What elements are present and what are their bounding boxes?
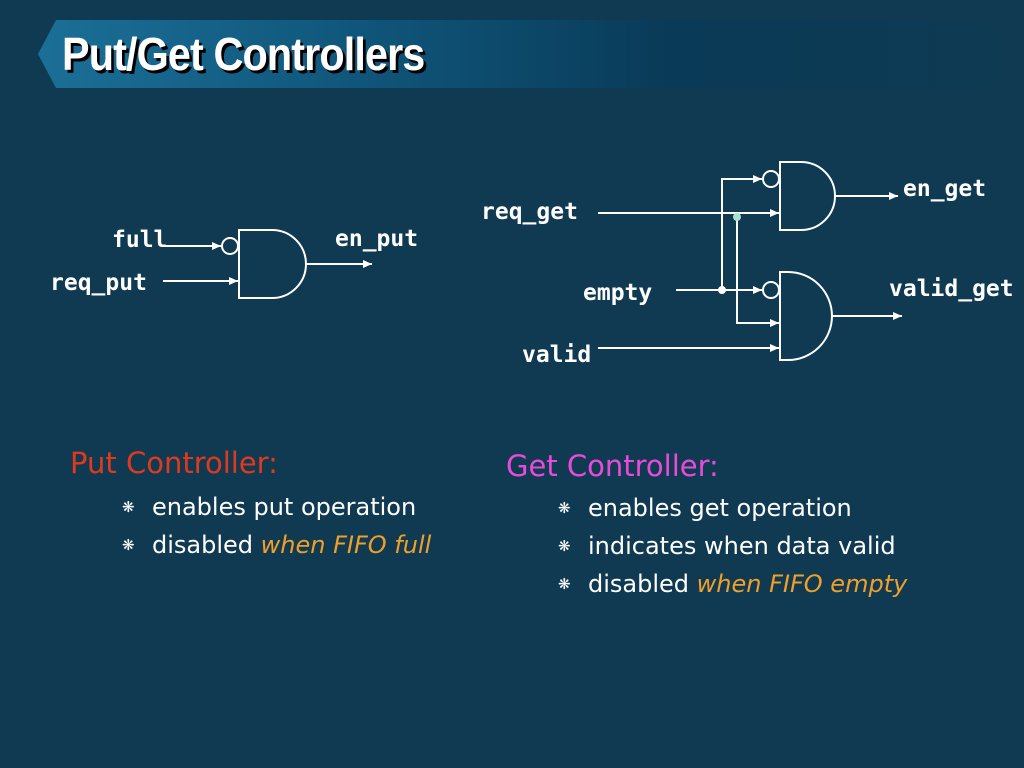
- list-item: ❋ enables get operation: [558, 489, 907, 527]
- bullet-emphasis: when FIFO full: [260, 531, 432, 559]
- label-full: full: [112, 227, 168, 253]
- snowflake-bullet-icon: ❋: [558, 499, 571, 517]
- req-get-junction-dot: [733, 213, 741, 221]
- empty-junction-dot: [718, 286, 726, 294]
- valid-get-inverter-bubble: [762, 281, 780, 299]
- put-controller-heading: Put Controller:: [70, 446, 278, 480]
- empty-branch: [721, 175, 762, 290]
- get-controller-heading: Get Controller:: [506, 449, 719, 483]
- full-inverter-bubble: [221, 237, 239, 255]
- label-valid-get: valid_get: [889, 276, 1014, 302]
- bullet-text: disabled: [588, 570, 697, 598]
- label-req-get: req_get: [481, 199, 578, 225]
- label-empty: empty: [583, 280, 653, 306]
- put-controller-bullets: ❋ enables put operation ❋ disabled when FI…: [122, 488, 431, 564]
- label-valid: valid: [522, 342, 592, 368]
- label-en-get: en_get: [903, 176, 987, 202]
- title-banner: [38, 20, 1024, 88]
- en-get-and-gate: [779, 161, 836, 231]
- en-get-inverter-bubble: [762, 170, 780, 188]
- label-req-put: req_put: [50, 270, 147, 296]
- snowflake-bullet-icon: ❋: [558, 575, 571, 593]
- slide-title: Put/Get Controllers: [62, 28, 425, 80]
- get-controller-bullets: ❋ enables get operation ❋ indicates when d…: [558, 489, 907, 603]
- list-item: ❋ disabled when FIFO empty: [558, 565, 907, 603]
- snowflake-bullet-icon: ❋: [122, 498, 135, 516]
- valid-get-and-gate: [779, 271, 833, 361]
- snowflake-bullet-icon: ❋: [122, 536, 135, 554]
- bullet-emphasis: when FIFO empty: [696, 570, 908, 598]
- bullet-text: disabled: [152, 531, 261, 559]
- snowflake-bullet-icon: ❋: [558, 537, 571, 555]
- list-item: ❋ disabled when FIFO full: [122, 526, 431, 564]
- put-and-gate: [238, 229, 307, 299]
- list-item: ❋ indicates when data valid: [558, 527, 907, 565]
- bullet-text: enables put operation: [152, 493, 417, 521]
- label-en-put: en_put: [335, 226, 419, 252]
- bullet-text: indicates when data valid: [588, 532, 896, 560]
- bullet-text: enables get operation: [588, 494, 852, 522]
- req-get-branch: [736, 216, 779, 327]
- list-item: ❋ enables put operation: [122, 488, 431, 526]
